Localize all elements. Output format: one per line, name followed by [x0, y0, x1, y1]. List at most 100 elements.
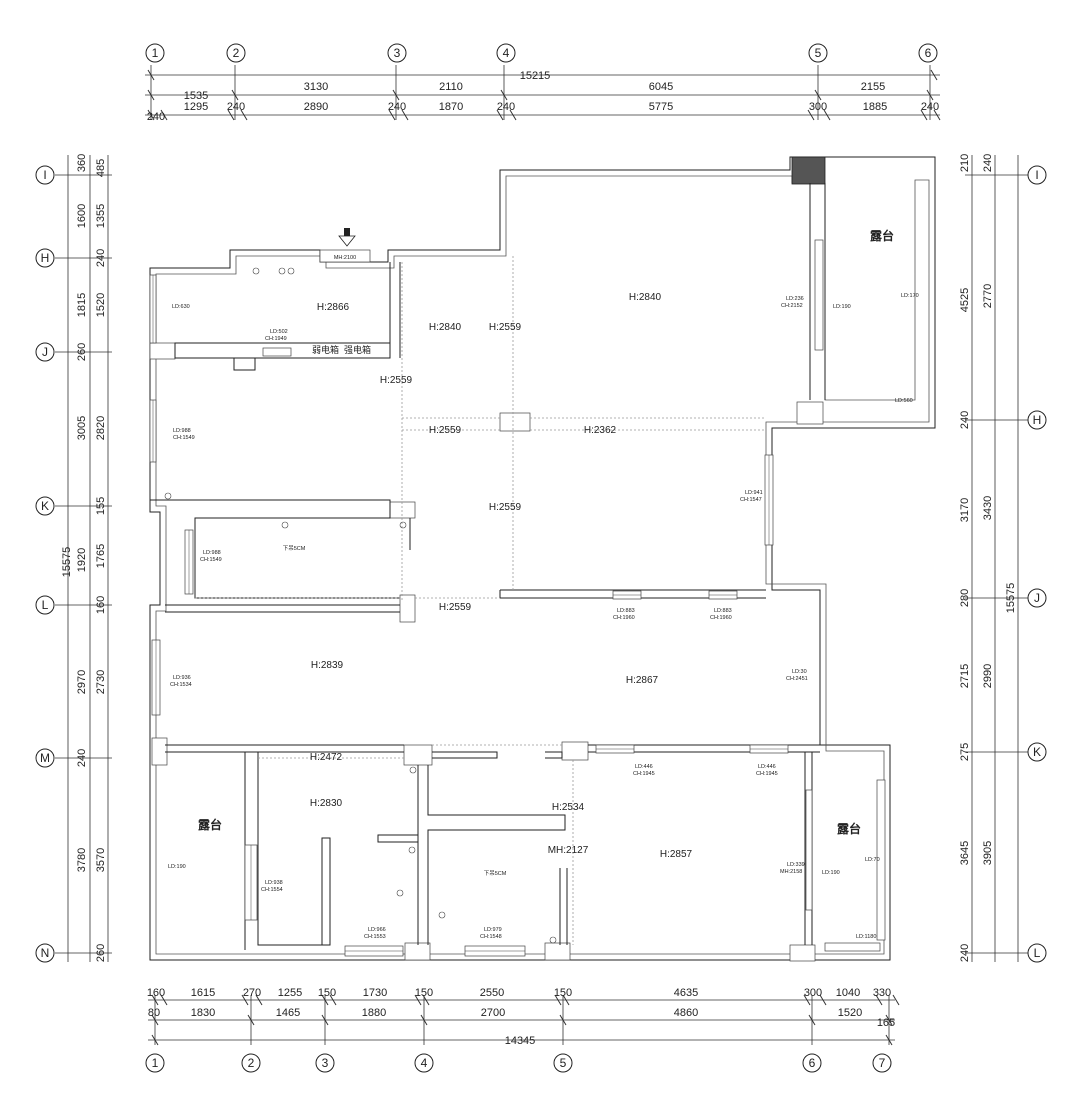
dim-top: 3130 [304, 81, 328, 93]
window-label: LD:170 [901, 293, 919, 299]
dim-bottom: 1615 [191, 987, 215, 999]
light-icon [438, 911, 446, 919]
axis-bubble-bottom: 6 [809, 1056, 816, 1070]
structural-column [389, 501, 416, 519]
axis-bubble-bottom: 2 [248, 1056, 255, 1070]
dim-bottom: 1880 [362, 1007, 386, 1019]
dim-bottom: 165 [877, 1017, 895, 1029]
window [149, 399, 157, 463]
dim-bottom: 270 [243, 987, 261, 999]
axis-bubble-bottom: 1 [152, 1056, 159, 1070]
structural-column [561, 741, 589, 761]
ceiling-height-label: H:2559 [429, 425, 462, 436]
dim-left-total: 15575 [61, 547, 73, 578]
fixtures [164, 267, 557, 944]
dim-left: 1600 [76, 204, 88, 228]
dim-bottom: 4635 [674, 987, 698, 999]
window-label: LD:560 [895, 398, 913, 404]
room-labels: MH:2100 H:2866 LD:630 LD:502 CH:1949 弱电箱… [168, 228, 919, 940]
left-dimensions: 360 1600 1815 260 3005 15575 2970 240 37… [35, 154, 112, 963]
axis-bubble-right: K [1033, 745, 1041, 759]
window-label: CH:1960 [613, 615, 635, 621]
window-label: CH:1960 [710, 615, 732, 621]
window-label: LD:70 [865, 857, 880, 863]
dim-left: 240 [95, 249, 107, 267]
dim-right: 240 [959, 411, 971, 429]
dim-top: 240 [227, 101, 245, 113]
window-label: LD:190 [833, 304, 851, 310]
dim-top: 1885 [863, 101, 887, 113]
dim-right: 2715 [959, 664, 971, 688]
dim-right: 2770 [982, 284, 994, 308]
window-label: MH:2158 [780, 869, 802, 875]
dim-right: 3645 [959, 841, 971, 865]
ceiling-height-label: H:2534 [552, 802, 585, 813]
dim-left: 3780 [76, 848, 88, 872]
right-dimensions: 210 4525 240 3170 280 2715 275 3645 240 … [959, 154, 1047, 963]
dim-bottom: 150 [415, 987, 433, 999]
dim-top: 2155 [861, 81, 885, 93]
dim-bottom: 2700 [481, 1007, 505, 1019]
window-label: CH:1553 [364, 934, 386, 940]
structural-column [151, 737, 168, 766]
ceiling-height-label: H:2867 [626, 675, 659, 686]
window [612, 590, 642, 600]
dim-top: 2110 [439, 81, 463, 93]
light-icon [287, 267, 295, 275]
axis-bubble-top: 1 [152, 46, 159, 60]
structural-column [149, 342, 176, 360]
window-label: LD:446 [635, 764, 653, 770]
balcony-label: 露台 [870, 228, 894, 243]
dim-left: 1920 [76, 548, 88, 572]
window [805, 789, 813, 911]
dim-left: 2820 [95, 416, 107, 440]
dim-bottom: 2550 [480, 987, 504, 999]
axis-bubble-left: M [40, 751, 50, 765]
weak-current-box-label: 弱电箱 [312, 344, 339, 355]
dim-top: 2890 [304, 101, 328, 113]
dim-bottom: 300 [804, 987, 822, 999]
window-label: CH:2152 [781, 303, 803, 309]
entrance-arrow-icon [338, 228, 356, 247]
dim-bottom: 150 [318, 987, 336, 999]
dim-left: 260 [76, 343, 88, 361]
windows [149, 239, 886, 957]
axis-bubble-left: I [43, 168, 46, 182]
axis-bubble-right: H [1033, 413, 1042, 427]
window-label: CH:1949 [265, 336, 287, 342]
dim-left: 1765 [95, 544, 107, 568]
light-icon [281, 521, 289, 529]
ceiling-height-label: H:2857 [660, 849, 693, 860]
ceiling-height-label: H:2840 [629, 292, 662, 303]
structural-column [544, 942, 571, 961]
dim-bottom: 150 [554, 987, 572, 999]
ceiling-height-label: H:2559 [380, 375, 413, 386]
window [876, 779, 886, 941]
dim-right-total: 15575 [1005, 583, 1017, 614]
window [824, 942, 881, 952]
window-label: CH:2451 [786, 676, 808, 682]
light-icon [409, 766, 417, 774]
dim-bottom: 1730 [363, 987, 387, 999]
ceiling-height-label: H:2472 [310, 752, 343, 763]
dim-bottom: 160 [147, 987, 165, 999]
light-icon [252, 267, 260, 275]
dim-left: 2730 [95, 670, 107, 694]
ceiling-height-label: H:2559 [489, 502, 522, 513]
window-label: CH:1945 [633, 771, 655, 777]
axis-bubble-right: L [1034, 946, 1041, 960]
structural-column [404, 942, 431, 961]
window-label: CH:1945 [756, 771, 778, 777]
structural-column [791, 156, 826, 185]
axis-bubble-top: 6 [925, 46, 932, 60]
dim-left: 1520 [95, 293, 107, 317]
dim-right: 4525 [959, 288, 971, 312]
axis-bubble-left: H [41, 251, 50, 265]
structural-column [796, 401, 824, 425]
window-label: LD:630 [172, 304, 190, 310]
dim-right: 280 [959, 589, 971, 607]
dim-bottom: 4860 [674, 1007, 698, 1019]
window-label: LD:979 [484, 927, 502, 933]
window-label: LD:988 [173, 428, 191, 434]
